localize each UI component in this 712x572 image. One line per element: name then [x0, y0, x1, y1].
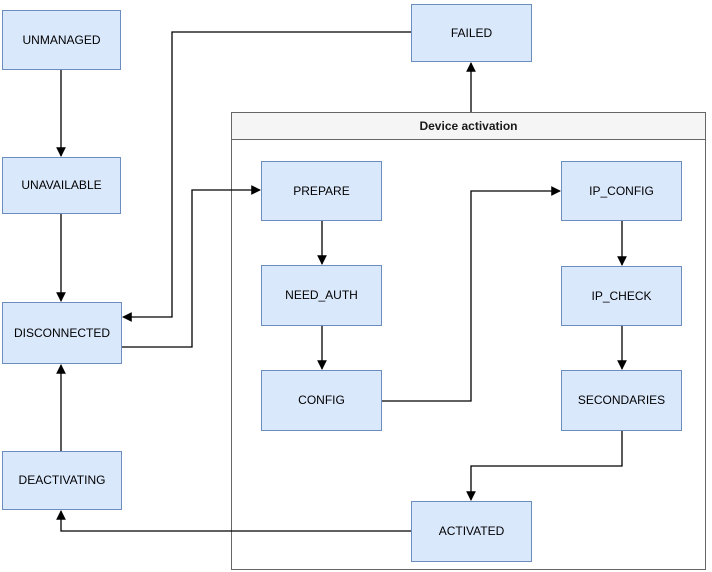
state-node-label: PREPARE	[293, 183, 350, 198]
state-node-activated: ACTIVATED	[411, 501, 532, 562]
state-node-label: CONFIG	[298, 393, 345, 408]
state-node-unavailable: UNAVAILABLE	[2, 157, 121, 214]
state-node-label: ACTIVATED	[438, 524, 505, 539]
state-node-label: UNAVAILABLE	[21, 178, 102, 193]
state-node-unmanaged: UNMANAGED	[2, 10, 121, 70]
state-node-config: CONFIG	[261, 370, 382, 431]
edge-secondaries-to-activated	[466, 431, 623, 501]
state-node-secondaries: SECONDARIES	[561, 370, 682, 431]
edge-failed-to-disconnected	[122, 31, 411, 322]
state-node-label: DISCONNECTED	[13, 325, 110, 340]
state-node-label: SECONDARIES	[577, 393, 666, 408]
device-activation-title: Device activation	[419, 119, 518, 133]
state-node-label: IP_CHECK	[591, 288, 652, 303]
state-node-ip-config: IP_CONFIG	[561, 161, 682, 221]
edge-disconnected-to-prepare	[122, 185, 261, 348]
state-node-label: FAILED	[450, 25, 493, 40]
state-node-prepare: PREPARE	[261, 161, 382, 221]
state-node-need-auth: NEED_AUTH	[261, 265, 382, 326]
state-node-label: DEACTIVATING	[18, 473, 106, 488]
state-node-ip-check: IP_CHECK	[561, 266, 682, 326]
edge-config-to-ip-config	[382, 186, 561, 402]
state-node-failed: FAILED	[411, 4, 532, 62]
device-activation-header: Device activation	[232, 113, 705, 140]
device-activation-container: Device activation	[231, 112, 706, 570]
state-node-label: NEED_AUTH	[285, 288, 358, 303]
state-node-disconnected: DISCONNECTED	[2, 302, 122, 364]
state-node-label: UNMANAGED	[22, 32, 101, 47]
state-node-label: IP_CONFIG	[589, 183, 654, 198]
state-node-deactivating: DEACTIVATING	[2, 451, 122, 510]
edge-activated-to-deactivating	[56, 510, 411, 532]
